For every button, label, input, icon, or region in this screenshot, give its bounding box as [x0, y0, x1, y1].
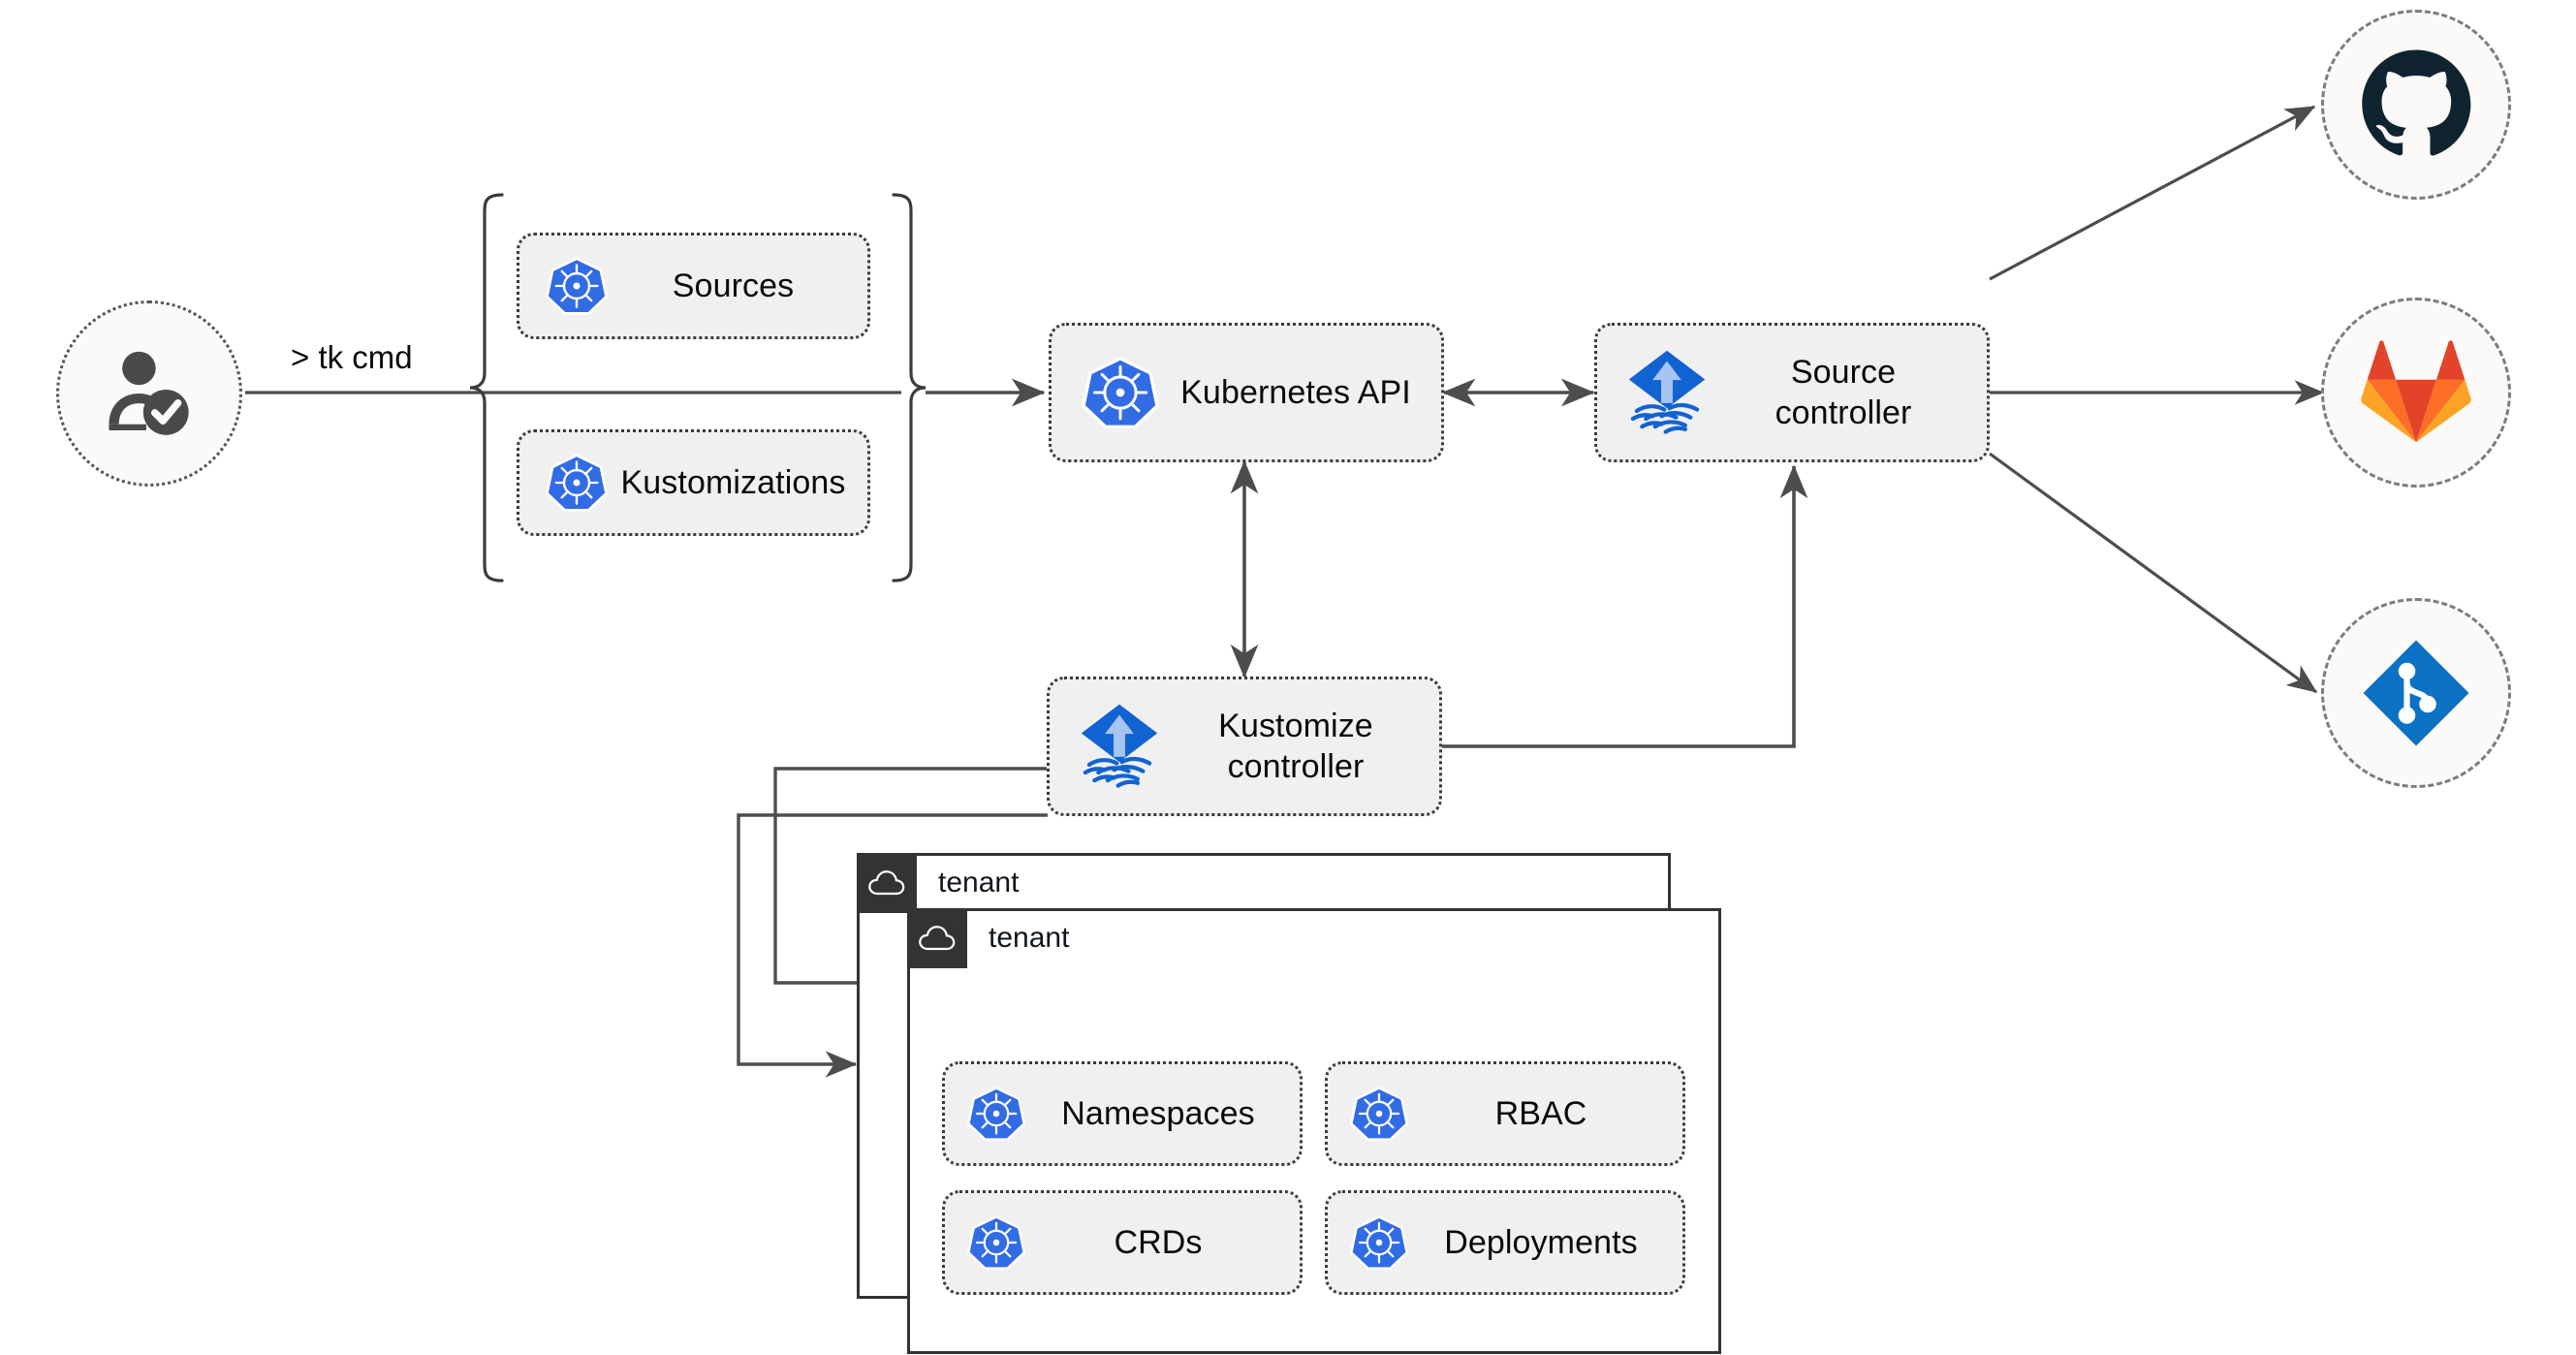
cloud-icon [857, 853, 917, 913]
node-kustomizations[interactable]: Kustomizations [517, 429, 870, 536]
resource-deployments[interactable]: Deployments [1325, 1190, 1685, 1295]
resource-rbac[interactable]: RBAC [1325, 1061, 1685, 1166]
node-kustomize-controller[interactable]: Kustomize controller [1047, 677, 1442, 816]
node-label: Source controller [1775, 353, 1912, 432]
node-label: Kustomizations [620, 463, 846, 501]
node-label: Kustomize controller [1218, 707, 1373, 786]
cloud-icon [907, 908, 967, 968]
actor-circle[interactable] [56, 300, 242, 487]
tenant-panel-inner[interactable]: tenant [907, 908, 1721, 1354]
kubernetes-icon [966, 1213, 1026, 1273]
node-kubernetes-api[interactable]: Kubernetes API [1049, 323, 1444, 462]
node-label: Kubernetes API [1180, 373, 1411, 411]
kubernetes-icon [1081, 353, 1160, 432]
manifest-brace-group [465, 189, 930, 596]
node-source-controller[interactable]: Source controller [1594, 323, 1990, 462]
command-label: > tk cmd [291, 339, 413, 375]
provider-git-repo[interactable] [2321, 598, 2511, 788]
kubernetes-icon [966, 1084, 1026, 1144]
provider-github[interactable] [2321, 10, 2511, 200]
flux-icon [1077, 702, 1162, 791]
flux-icon [1624, 348, 1710, 437]
kubernetes-icon [545, 254, 609, 318]
github-icon [2362, 49, 2471, 156]
node-sources[interactable]: Sources [517, 233, 870, 339]
resource-label: CRDs [1114, 1223, 1203, 1261]
tenant-name: tenant [938, 867, 1020, 898]
kubernetes-icon [1349, 1084, 1409, 1144]
kubernetes-icon [1349, 1213, 1409, 1273]
kubernetes-icon [545, 451, 609, 515]
tenant-header: tenant [857, 853, 1019, 913]
tenant-name: tenant [989, 922, 1070, 954]
resource-label: RBAC [1494, 1094, 1587, 1132]
user-check-icon [109, 351, 189, 435]
provider-gitlab[interactable] [2321, 298, 2511, 488]
gitlab-icon [2361, 340, 2471, 443]
resource-namespaces[interactable]: Namespaces [942, 1061, 1303, 1166]
resource-crds[interactable]: CRDs [942, 1190, 1303, 1295]
git-branch-diamond-icon [2363, 640, 2469, 746]
node-label: Sources [672, 267, 795, 304]
resource-label: Deployments [1444, 1223, 1638, 1261]
tenant-header: tenant [907, 908, 1069, 968]
resource-label: Namespaces [1061, 1094, 1255, 1132]
